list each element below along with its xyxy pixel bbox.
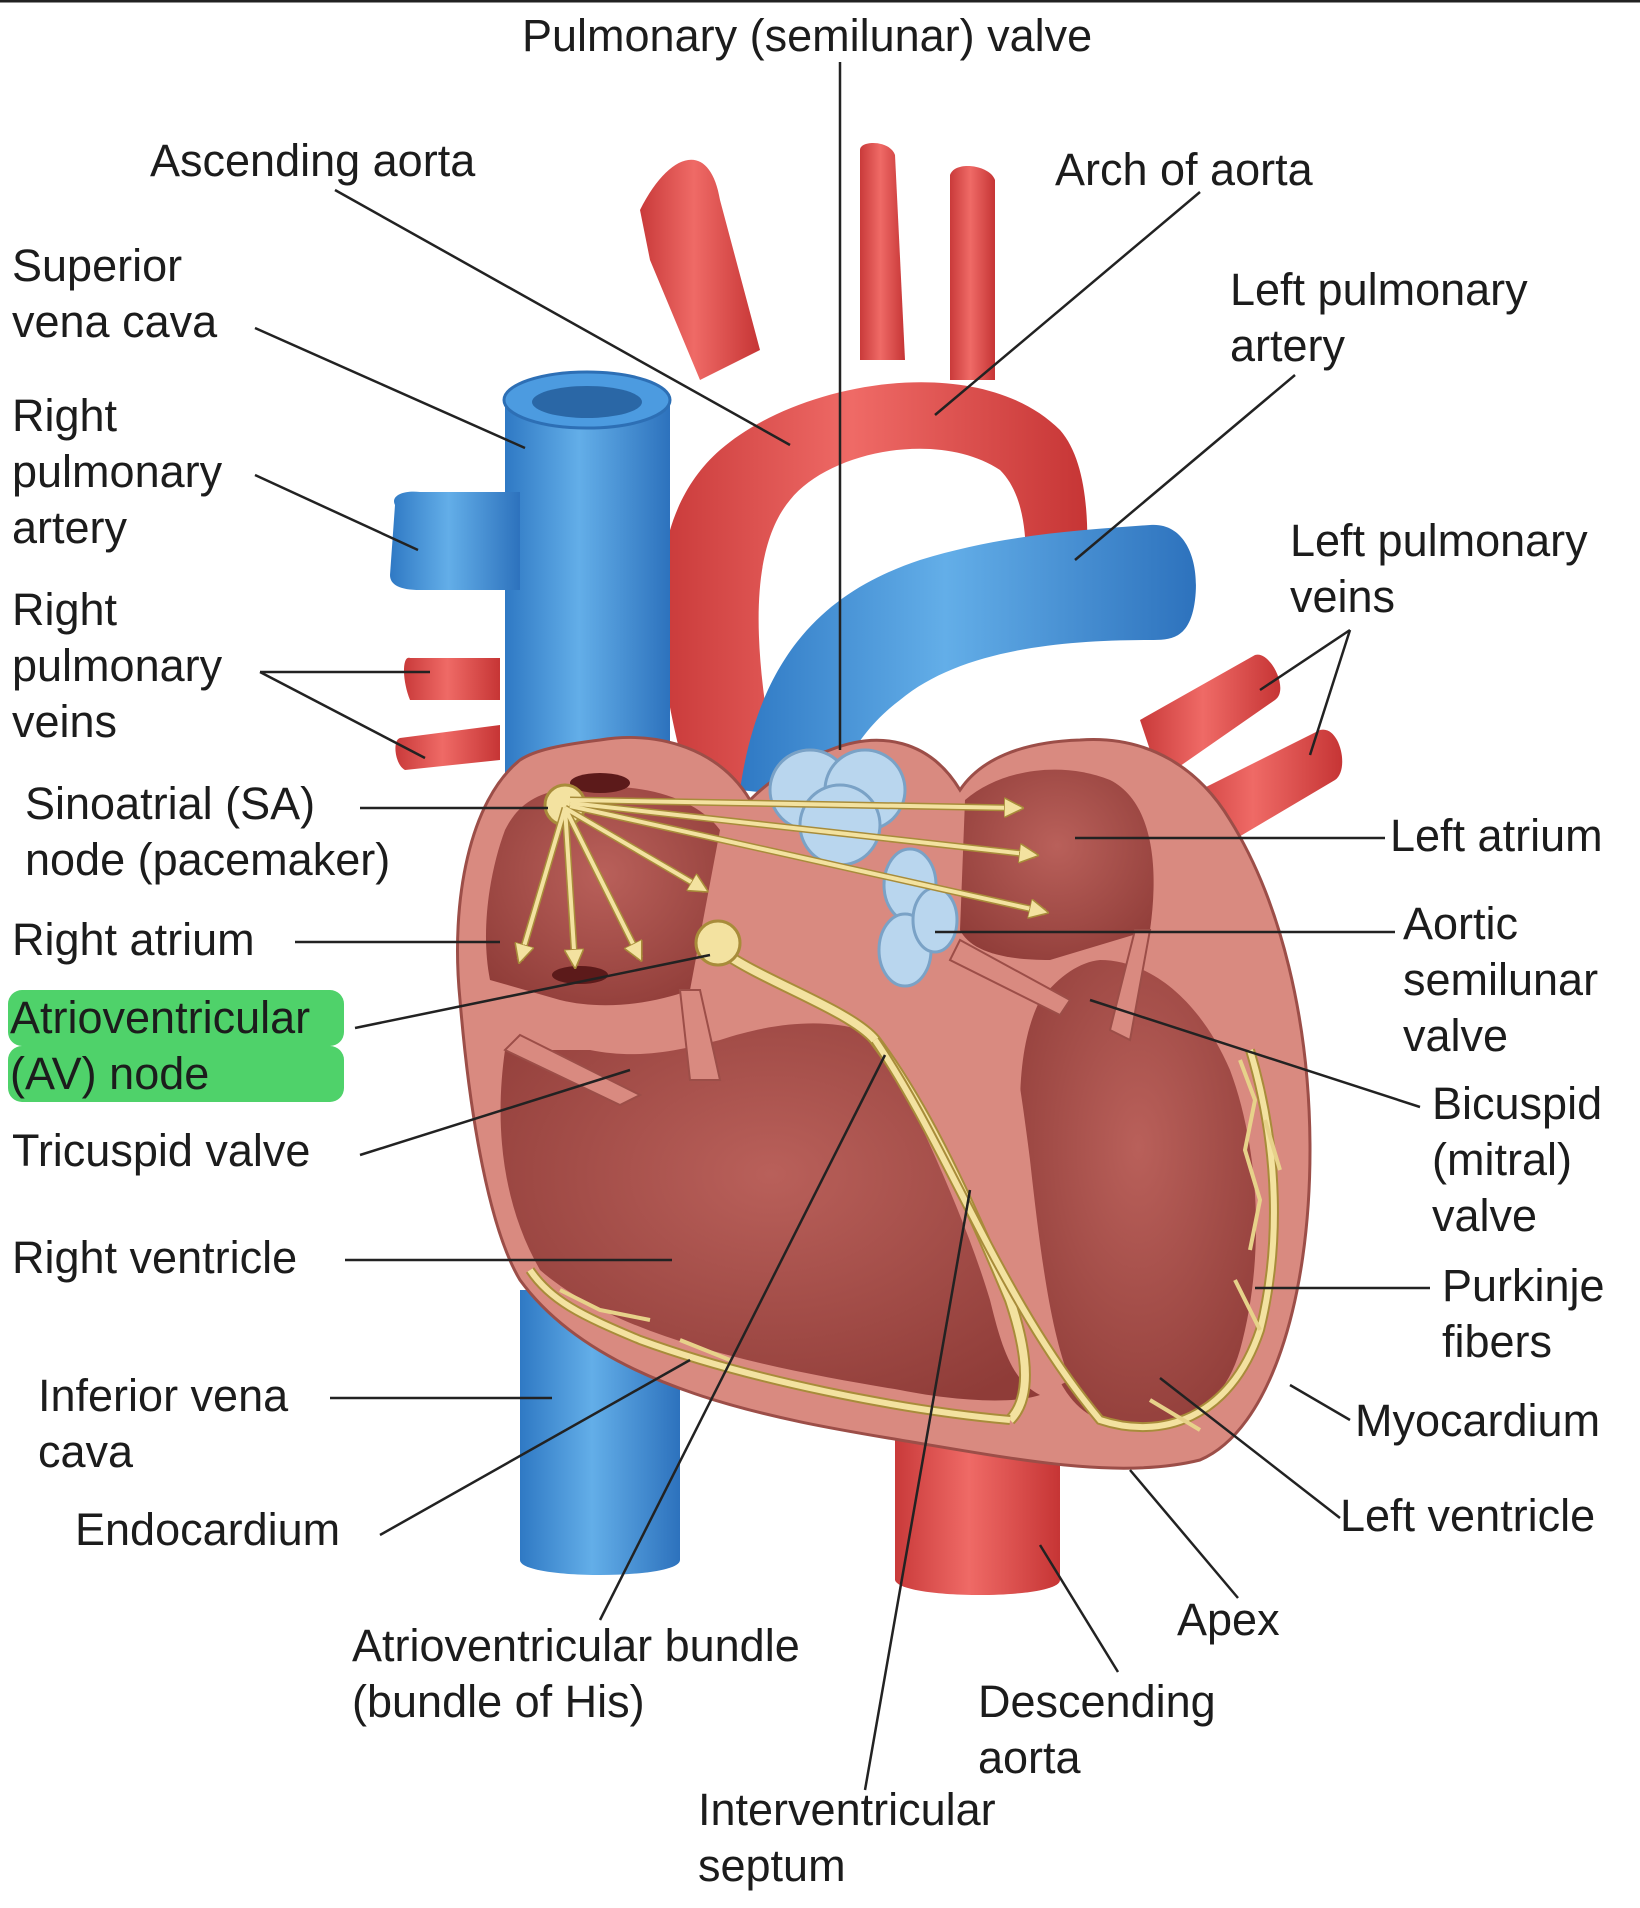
right-ventricle-chamber — [500, 1023, 1042, 1401]
av-node-highlight-line-2: (AV) node — [8, 1046, 344, 1102]
descending-aorta-vessel — [895, 1420, 1060, 1595]
brachiocephalic-artery — [640, 159, 760, 380]
bicuspid-valve-flap — [948, 938, 1072, 1017]
leader-right-pulmonary-artery — [254, 473, 419, 552]
label-left-ventricle: Left ventricle — [1340, 1490, 1596, 1541]
leader-ascending-aorta — [334, 188, 791, 447]
av-node-highlight-line-1: Atrioventricular — [8, 990, 344, 1046]
label-sa-node: Sinoatrial (SA)node (pacemaker) — [25, 778, 391, 885]
aortic-arch — [659, 382, 1088, 790]
label-pulmonary-valve: Pulmonary (semilunar) valve — [522, 10, 1093, 61]
left-carotid-artery — [860, 143, 905, 360]
label-myocardium: Myocardium — [1355, 1395, 1601, 1446]
tricuspid-valve-flap — [503, 1033, 643, 1107]
left-pulmonary-vein-upper — [1140, 654, 1281, 780]
left-subclavian-artery — [950, 165, 995, 380]
leader-myocardium — [1289, 1383, 1351, 1422]
heart-body — [456, 736, 1312, 1470]
label-bicuspid-valve: Bicuspid(mitral)valve — [1432, 1078, 1603, 1241]
leader-av-node — [354, 953, 711, 1030]
leader-apex — [1129, 1469, 1239, 1599]
leader-left-ventricle — [1159, 1377, 1341, 1519]
right-pulmonary-artery-vessel — [390, 491, 520, 590]
label-tricuspid-valve: Tricuspid valve — [12, 1125, 311, 1176]
leader-endocardium — [379, 1358, 691, 1537]
label-arch-of-aorta: Arch of aorta — [1055, 144, 1313, 195]
label-right-ventricle: Right ventricle — [12, 1232, 298, 1283]
right-atrium-chamber — [485, 786, 720, 1006]
leader-bicuspid-valve — [1089, 998, 1421, 1109]
leader-tricuspid-valve — [359, 1068, 631, 1157]
superior-vena-cava-vessel — [505, 400, 670, 840]
leader-superior-vena-cava — [254, 326, 526, 450]
great-vessels — [390, 143, 1343, 1595]
av-node — [694, 919, 742, 967]
leader-left-pulmonary-veins-2 — [1308, 629, 1352, 756]
label-right-atrium: Right atrium — [12, 914, 255, 965]
label-av-node: Atrioventricular (AV) node — [8, 990, 344, 1102]
label-left-atrium: Left atrium — [1390, 810, 1603, 861]
leader-left-pulmonary-veins-1 — [1259, 628, 1351, 692]
label-av-bundle: Atrioventricular bundle(bundle of His) — [352, 1620, 800, 1727]
leader-arch-of-aorta — [934, 191, 1201, 416]
leader-left-pulmonary-artery — [1074, 374, 1296, 561]
right-pulmonary-vein-lower — [395, 725, 500, 770]
leader-right-pulmonary-veins-2 — [259, 670, 426, 760]
pulmonary-trunk — [740, 524, 1196, 800]
leader-av-bundle — [598, 1054, 887, 1621]
conduction-system — [520, 783, 1282, 1433]
right-pulmonary-vein-upper — [404, 657, 500, 700]
label-endocardium: Endocardium — [75, 1504, 341, 1555]
leader-lines — [254, 62, 1430, 1791]
purkinje-fiber-strands — [559, 1059, 1282, 1432]
label-ascending-aorta: Ascending aorta — [150, 135, 476, 186]
leader-descending-aorta — [1038, 1544, 1120, 1673]
left-ventricle-chamber — [1020, 960, 1257, 1428]
label-apex: Apex — [1177, 1594, 1280, 1645]
leader-interventricular-septum — [863, 1189, 972, 1791]
